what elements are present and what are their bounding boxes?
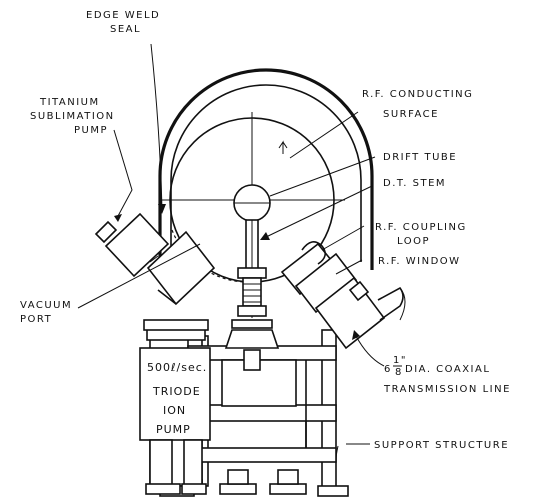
- label-drift-tube: DRIFT TUBE: [383, 152, 457, 163]
- label-coax-dia: DIA. COAXIAL: [405, 364, 490, 375]
- label-rf-window: R.F. WINDOW: [378, 256, 461, 267]
- label-loop: LOOP: [397, 236, 430, 247]
- label-support-structure: SUPPORT STRUCTURE: [374, 440, 509, 451]
- label-edge-weld: EDGE WELD: [86, 10, 160, 21]
- label-rf-coupling: R.F. COUPLING: [375, 222, 467, 233]
- labels: EDGE WELD SEAL TITANIUM SUBLIMATION PUMP…: [20, 10, 511, 451]
- label-coax-prefix: 6: [384, 364, 392, 375]
- rf-cavity: [158, 68, 374, 371]
- rf-coupling-loop: [301, 241, 326, 265]
- ion-pump: [139, 319, 211, 495]
- label-dt-stem: D.T. STEM: [383, 178, 446, 189]
- vacuum-port: [94, 212, 216, 306]
- label-coax-frac-num: 1": [393, 355, 407, 366]
- leader-lines: [77, 43, 385, 461]
- label-ion-pump-ion: ION: [163, 404, 186, 417]
- label-sublimation: SUBLIMATION: [30, 111, 115, 122]
- label-ion-pump-rate: 500ℓ/sec.: [147, 361, 207, 374]
- label-port: PORT: [20, 314, 52, 325]
- rf-coupling-assembly: [280, 241, 406, 350]
- label-rf-conducting: R.F. CONDUCTING: [362, 89, 473, 100]
- label-vacuum: VACUUM: [20, 300, 72, 311]
- label-coax-frac-den: 8: [395, 367, 403, 378]
- label-pump: PUMP: [74, 125, 108, 136]
- label-edge-weld-seal: SEAL: [110, 24, 141, 35]
- label-ion-pump-pump: PUMP: [156, 423, 191, 436]
- label-ion-pump-triode: TRIODE: [152, 385, 201, 398]
- label-titanium: TITANIUM: [39, 97, 100, 108]
- label-transmission-line: TRANSMISSION LINE: [383, 384, 511, 395]
- label-surface: SURFACE: [383, 109, 439, 120]
